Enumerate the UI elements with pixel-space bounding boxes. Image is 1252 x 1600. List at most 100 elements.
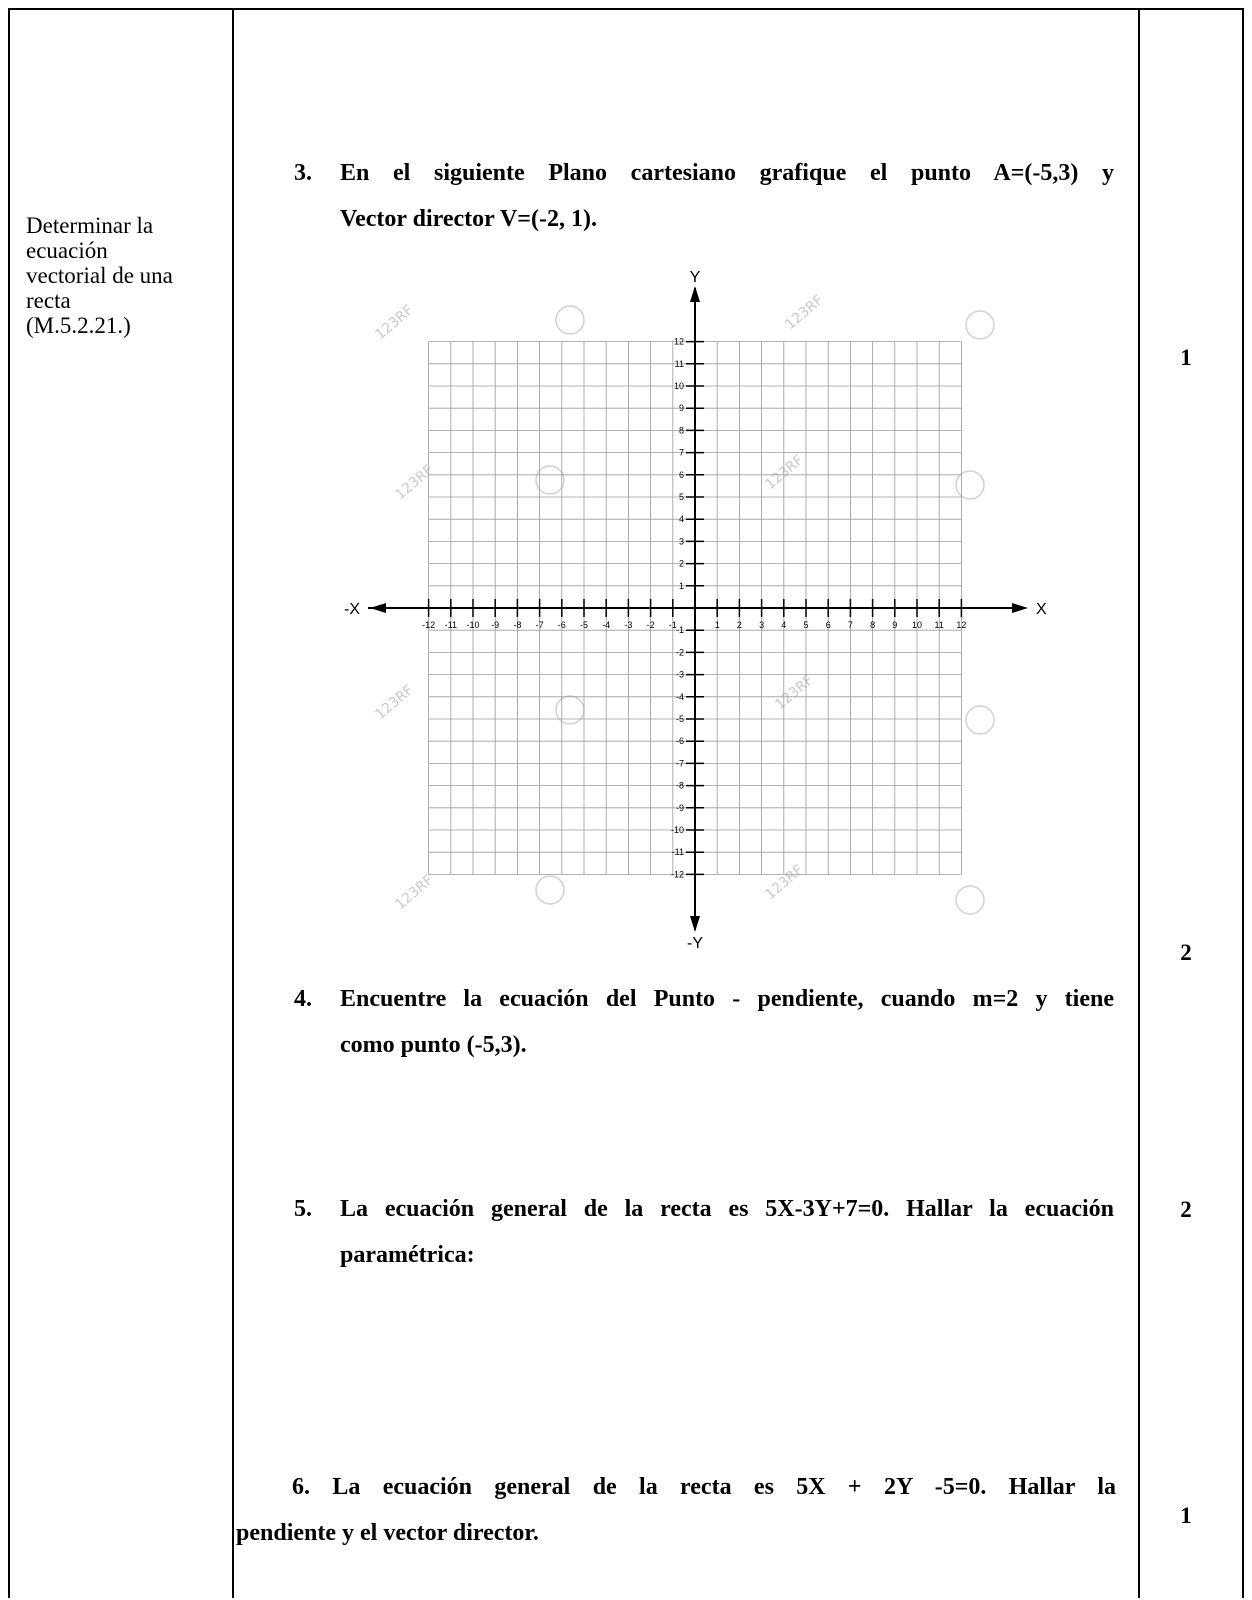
- column-divider-objective: [232, 8, 234, 1598]
- x-tick-label: 12: [956, 620, 966, 630]
- y-tick-label: 2: [679, 559, 684, 569]
- y-tick-label: -7: [676, 758, 684, 768]
- x-tick-label: 5: [803, 620, 808, 630]
- y-neg-axis-label: -Y: [687, 935, 703, 950]
- y-tick-label: -5: [676, 714, 684, 724]
- x-tick-label: 10: [912, 620, 922, 630]
- watermark-logo-icon: [555, 305, 585, 335]
- x-tick-label: -10: [466, 620, 479, 630]
- column-divider-score: [1138, 8, 1140, 1598]
- watermark-logo-icon: [955, 470, 985, 500]
- table-left-border: [8, 8, 10, 1598]
- y-tick-label: -3: [676, 670, 684, 680]
- x-tick-label: 3: [759, 620, 764, 630]
- question-line: pendiente y el vector director.: [236, 1520, 539, 1546]
- y-tick-label: -4: [676, 692, 684, 702]
- assessment-table: [8, 8, 1244, 1598]
- y-tick-label: 5: [679, 492, 684, 502]
- y-tick-label: -2: [676, 647, 684, 657]
- objective-line: vectorial de una: [26, 263, 173, 288]
- x-pos-axis-label: X: [1036, 601, 1047, 618]
- x-tick-label: -12: [422, 620, 435, 630]
- x-tick-label: 7: [848, 620, 853, 630]
- x-pos-arrow-icon: [1012, 603, 1028, 613]
- x-tick-label: -4: [602, 620, 610, 630]
- y-tick-label: 6: [679, 470, 684, 480]
- question-6: 6. La ecuación general de la recta es 5X…: [236, 1464, 1116, 1556]
- watermark-text: 123RF: [762, 452, 806, 493]
- question-line: Encuentre la ecuación del Punto - pendie…: [340, 986, 1114, 1012]
- question-line: La ecuación general de la recta es 5X-3Y…: [340, 1196, 1114, 1222]
- y-tick-label: -10: [671, 825, 684, 835]
- y-neg-arrow-icon: [690, 916, 700, 932]
- x-neg-axis-label: -X: [344, 601, 360, 618]
- objective-line: (M.5.2.21.): [26, 313, 131, 338]
- x-tick-label: 11: [935, 620, 944, 630]
- x-tick-label: -7: [536, 620, 544, 630]
- watermark-text: 123RF: [762, 862, 806, 903]
- x-tick-label: -8: [513, 620, 521, 630]
- question-line: Vector director V=(-2, 1).: [340, 206, 597, 232]
- y-tick-label: 3: [679, 536, 684, 546]
- y-pos-axis-label: Y: [690, 270, 701, 286]
- y-tick-label: 4: [679, 514, 684, 524]
- objective-line: recta: [26, 288, 71, 313]
- watermark-text: 123RF: [782, 292, 826, 333]
- watermark-logo-icon: [555, 695, 585, 725]
- watermark-logo-icon: [965, 705, 995, 735]
- question-number: 4.: [294, 986, 312, 1012]
- question-number: 5.: [294, 1196, 312, 1222]
- y-tick-label: -6: [676, 736, 684, 746]
- score-q5: 2: [1180, 1197, 1192, 1222]
- y-tick-label: 7: [679, 448, 684, 458]
- watermark-logo-icon: [535, 465, 565, 495]
- y-tick-label: 9: [679, 403, 684, 413]
- x-tick-label: -9: [491, 620, 499, 630]
- question-line: paramétrica:: [340, 1242, 475, 1268]
- objective-line: Determinar la: [26, 213, 154, 238]
- y-tick-label: -12: [671, 869, 684, 879]
- objective-cell: Determinar la ecuación vectorial de una …: [26, 213, 231, 338]
- x-tick-label: -3: [624, 620, 632, 630]
- table-top-border: [8, 8, 1244, 10]
- x-tick-label: -1: [669, 620, 677, 630]
- x-tick-label: 8: [870, 620, 875, 630]
- score-q6: 1: [1180, 1503, 1192, 1528]
- watermark-logo-icon: [535, 875, 565, 905]
- x-tick-label: -6: [558, 620, 566, 630]
- x-tick-label: -2: [647, 620, 655, 630]
- y-tick-label: 10: [674, 381, 684, 391]
- x-tick-label: 9: [892, 620, 897, 630]
- watermark-logo-icon: [965, 310, 995, 340]
- table-right-border: [1242, 8, 1244, 1598]
- y-pos-arrow-icon: [690, 286, 700, 302]
- question-line: En el siguiente Plano cartesiano grafiqu…: [340, 160, 1114, 186]
- objective-line: ecuación: [26, 238, 108, 263]
- score-q4: 2: [1180, 940, 1192, 965]
- question-number: 3.: [294, 160, 312, 186]
- score-q3: 1: [1180, 345, 1192, 370]
- question-line: 6. La ecuación general de la recta es 5X…: [292, 1474, 1116, 1500]
- y-tick-label: -11: [672, 847, 684, 857]
- x-tick-label: 6: [826, 620, 831, 630]
- x-tick-label: 1: [715, 620, 720, 630]
- watermark-logo-icon: [955, 885, 985, 915]
- y-tick-label: -1: [676, 625, 684, 635]
- y-tick-label: 11: [675, 359, 684, 369]
- x-tick-label: -11: [445, 620, 457, 630]
- watermark-text: 123RF: [392, 872, 436, 913]
- y-tick-label: -9: [676, 803, 684, 813]
- y-tick-label: 12: [674, 337, 684, 347]
- x-neg-arrow-icon: [370, 603, 386, 613]
- watermark-text: 123RF: [372, 682, 416, 723]
- y-tick-label: 1: [679, 581, 684, 591]
- watermark-text: 123RF: [772, 672, 816, 713]
- x-tick-label: -5: [580, 620, 588, 630]
- question-line: como punto (-5,3).: [340, 1032, 527, 1058]
- x-tick-label: 2: [737, 620, 742, 630]
- y-tick-label: 8: [679, 425, 684, 435]
- watermark-text: 123RF: [372, 302, 416, 343]
- x-tick-label: 4: [781, 620, 786, 630]
